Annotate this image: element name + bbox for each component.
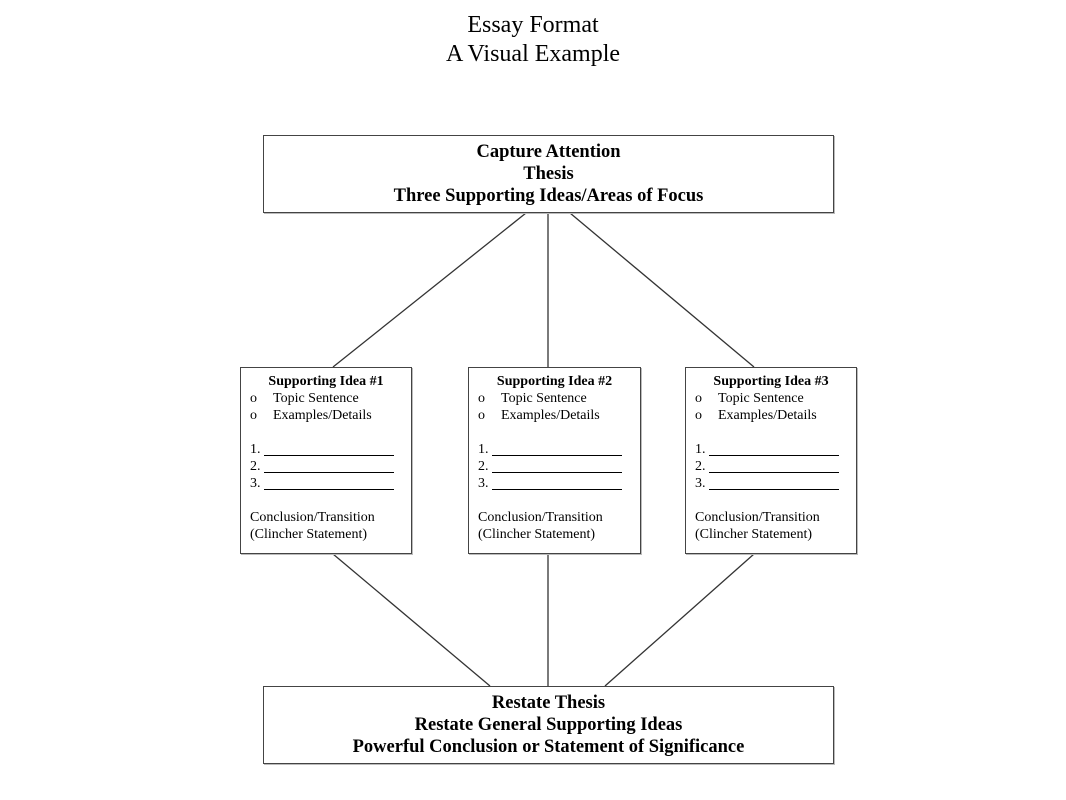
- detail-number: 1.: [478, 442, 489, 457]
- detail-line-2: 2.: [695, 458, 856, 475]
- idea-heading: Supporting Idea #3: [713, 374, 829, 389]
- connector-intro-to-idea-3: [569, 212, 755, 368]
- detail-number: 3.: [478, 476, 489, 491]
- detail-number: 3.: [250, 476, 261, 491]
- circle-bullet-icon: o: [695, 391, 702, 406]
- intro-line-supporting-ideas: Three Supporting Ideas/Areas of Focus: [393, 186, 704, 206]
- blank-line: [264, 441, 394, 456]
- clincher-statement-label: (Clincher Statement): [250, 527, 368, 542]
- conclusion-line-restate-ideas: Restate General Supporting Ideas: [414, 715, 683, 735]
- bullet-topic-sentence: o Topic Sentence: [250, 390, 411, 407]
- bullet-label: Examples/Details: [273, 408, 372, 423]
- blank-line: [709, 475, 839, 490]
- bullet-examples-details: o Examples/Details: [250, 407, 411, 424]
- conclusion-transition-label: Conclusion/Transition: [250, 510, 375, 525]
- detail-line-3: 3.: [250, 475, 411, 492]
- detail-number: 2.: [250, 459, 261, 474]
- circle-bullet-icon: o: [250, 391, 257, 406]
- bullet-topic-sentence: o Topic Sentence: [695, 390, 856, 407]
- detail-number: 2.: [695, 459, 706, 474]
- blank-line: [492, 475, 622, 490]
- detail-line-3: 3.: [695, 475, 856, 492]
- idea-heading: Supporting Idea #2: [496, 374, 613, 389]
- detail-line-2: 2.: [250, 458, 411, 475]
- bullet-label: Examples/Details: [718, 408, 817, 423]
- bullet-label: Examples/Details: [501, 408, 600, 423]
- conclusion-transition-label: Conclusion/Transition: [695, 510, 820, 525]
- supporting-idea-box-3: Supporting Idea #3 o Topic Sentence o Ex…: [685, 367, 857, 554]
- bullet-examples-details: o Examples/Details: [695, 407, 856, 424]
- detail-line-1: 1.: [478, 441, 640, 458]
- circle-bullet-icon: o: [478, 391, 485, 406]
- conclusion-box: Restate Thesis Restate General Supportin…: [263, 686, 834, 764]
- bullet-label: Topic Sentence: [718, 391, 804, 406]
- conclusion-transition-label: Conclusion/Transition: [478, 510, 603, 525]
- detail-line-1: 1.: [695, 441, 856, 458]
- diagram-title: Essay Format: [467, 12, 599, 38]
- introduction-box: Capture Attention Thesis Three Supportin…: [263, 135, 834, 213]
- detail-line-2: 2.: [478, 458, 640, 475]
- bullet-label: Topic Sentence: [273, 391, 359, 406]
- blank-line: [709, 441, 839, 456]
- conclusion-line-restate-thesis: Restate Thesis: [491, 693, 606, 713]
- circle-bullet-icon: o: [478, 408, 485, 423]
- blank-line: [264, 475, 394, 490]
- detail-number: 3.: [695, 476, 706, 491]
- blank-line: [492, 458, 622, 473]
- detail-line-3: 3.: [478, 475, 640, 492]
- conclusion-line-significance: Powerful Conclusion or Statement of Sign…: [352, 737, 745, 757]
- connector-idea-3-to-conclusion: [604, 553, 755, 687]
- connector-intro-to-idea-1: [332, 212, 527, 368]
- circle-bullet-icon: o: [250, 408, 257, 423]
- connector-idea-1-to-conclusion: [332, 553, 491, 687]
- supporting-idea-box-1: Supporting Idea #1 o Topic Sentence o Ex…: [240, 367, 412, 554]
- detail-number: 2.: [478, 459, 489, 474]
- diagram-subtitle: A Visual Example: [445, 41, 621, 67]
- clincher-statement-label: (Clincher Statement): [478, 527, 596, 542]
- bullet-examples-details: o Examples/Details: [478, 407, 640, 424]
- blank-line: [264, 458, 394, 473]
- bullet-label: Topic Sentence: [501, 391, 587, 406]
- blank-line: [709, 458, 839, 473]
- bullet-topic-sentence: o Topic Sentence: [478, 390, 640, 407]
- intro-line-capture-attention: Capture Attention: [476, 142, 621, 162]
- detail-line-1: 1.: [250, 441, 411, 458]
- intro-line-thesis: Thesis: [523, 164, 574, 184]
- detail-number: 1.: [250, 442, 261, 457]
- idea-heading: Supporting Idea #1: [268, 374, 384, 389]
- detail-number: 1.: [695, 442, 706, 457]
- clincher-statement-label: (Clincher Statement): [695, 527, 813, 542]
- blank-line: [492, 441, 622, 456]
- circle-bullet-icon: o: [695, 408, 702, 423]
- supporting-idea-box-2: Supporting Idea #2 o Topic Sentence o Ex…: [468, 367, 641, 554]
